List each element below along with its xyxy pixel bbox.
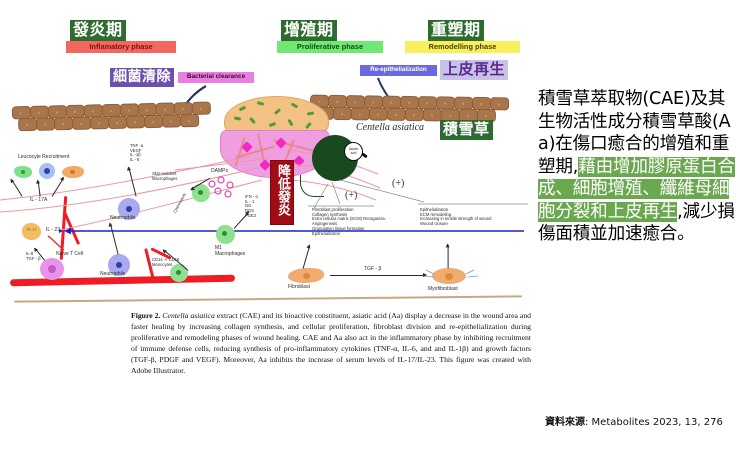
asiatic-acid-label: Asiatic acid [348,146,359,155]
cell-fibroblast [288,268,324,283]
figure-caption: Figure 2. Centella asiatica extract (CAE… [131,311,531,377]
cell-naive-t [40,258,64,280]
label-neutrophils-upper: Neutrophils [110,215,136,221]
cell-monocyte [170,264,188,282]
label-il17a: IL - 17A [30,197,48,203]
myofibroblast-filaments [423,269,479,278]
label-il23: IL - 23 [46,227,60,233]
reduce-inflammation-text: 降低發炎 [275,164,291,216]
caption-species: Centella asiatica [162,311,215,320]
cell-neutrophil-upper [118,198,140,220]
cell-neutrophil-lower [108,254,130,276]
wound-healing-figure: 發炎期 Inflamatory phase 增殖期 Proliferative … [0,0,534,450]
summary-part1: 積雪草萃取物(CAE)及其生物活性成分積雪草酸(Aa)在傷口癒合的增殖和重塑期, [538,89,731,177]
label-tgfb-arrow: TGF - β [364,266,382,272]
collagen-strands [0,155,269,231]
re-epithelialization-en: Re-epithelialization [360,65,437,77]
centella-stem [300,175,324,197]
label-cytokines-top: TNF -α VEGF IL -1β IL - 6 [130,143,144,163]
epidermis-right [309,94,509,122]
effect-connector-lines [308,179,528,209]
arrow-il23-blue [64,227,524,235]
caption-body: extract (CAE) and its bioactive constitu… [131,311,532,375]
arrow-fibroblast-to-myofibroblast [330,273,427,277]
summary-part2: ,減少損傷面積並加速癒合。 [538,201,735,245]
label-skin-resident-macrophages: Skin-resident Macrophages [152,171,178,181]
cell-eosinophil [14,166,32,178]
cell-th17 [22,223,41,240]
arrow-myofibroblast-up [447,244,449,269]
label-myofibroblast: Myofibroblast [428,286,458,292]
source-citation: 資料來源: Metabolites 2023, 13, 276 [545,413,723,428]
phase-en-inflammatory: Inflamatory phase [66,41,176,54]
cell-neutrophil-orange [62,166,84,178]
bacterial-clearance-cjk: 細菌清除 [110,68,174,87]
arrow-il23-curve [47,235,65,251]
summary-text: 積雪草萃取物(CAE)及其生物活性成分積雪草酸(Aa)在傷口癒合的增殖和重塑期,… [538,88,740,246]
label-il6-tgfb: IL-6 TGF - β [26,251,41,261]
label-th17: Th 17 [26,227,37,232]
caption-figure-number: Figure 2. [131,311,161,320]
source-value: : Metabolites 2023, 13, 276 [585,417,723,428]
label-centella-asiatica: Centella asiatica [356,122,425,133]
re-epithelialization-cjk: 上皮再生 [440,60,509,80]
plus-left: (+) [345,190,358,201]
dermis-boundary [14,295,522,303]
phase-en-remodelling: Remodelling phase [405,41,520,54]
label-leucocyte-recruitment: Leucocyte Recruitment [18,154,70,160]
asiatic-acid-callout: Asiatic acid [344,142,363,161]
label-m1-macrophages: M1 Macrophages [215,245,246,257]
label-myofibroblast-effects: Epithelializaton ECM remodeling Increasi… [420,207,492,227]
cell-skin-resident-macrophage [192,184,210,202]
damps-particles [208,176,234,198]
summary-panel: 積雪草萃取物(CAE)及其生物活性成分積雪草酸(Aa)在傷口癒合的增殖和重塑期,… [538,88,740,246]
label-neutrophils-lower: Neutrophils [100,271,126,277]
phase-cjk-remodelling: 重塑期 [428,20,484,41]
phase-cjk-proliferative: 增殖期 [281,20,337,41]
reduce-inflammation-badge: 降低發炎 [270,160,294,226]
cell-m1-macrophage [216,225,235,244]
source-label: 資料來源 [545,417,585,428]
centella-cjk-badge: 積雪草 [440,120,493,140]
label-naive-t-cell: Naive T Cell [56,251,84,257]
epidermis-left [11,101,211,131]
bacterial-clearance-en: Bacterial clearance [178,72,254,84]
phase-cjk-inflammatory: 發炎期 [70,20,126,41]
label-damps: DAMPs [211,168,228,174]
label-fibroblast: Fibroblast [288,284,310,290]
label-fibroblast-effects: Fibroblast proliferation Collagen synthe… [312,207,386,236]
cell-lymphocyte [39,163,55,179]
plus-right: (+) [392,178,405,189]
phase-en-proliferative: Proliferative phase [277,41,383,54]
cell-myofibroblast [432,268,466,284]
